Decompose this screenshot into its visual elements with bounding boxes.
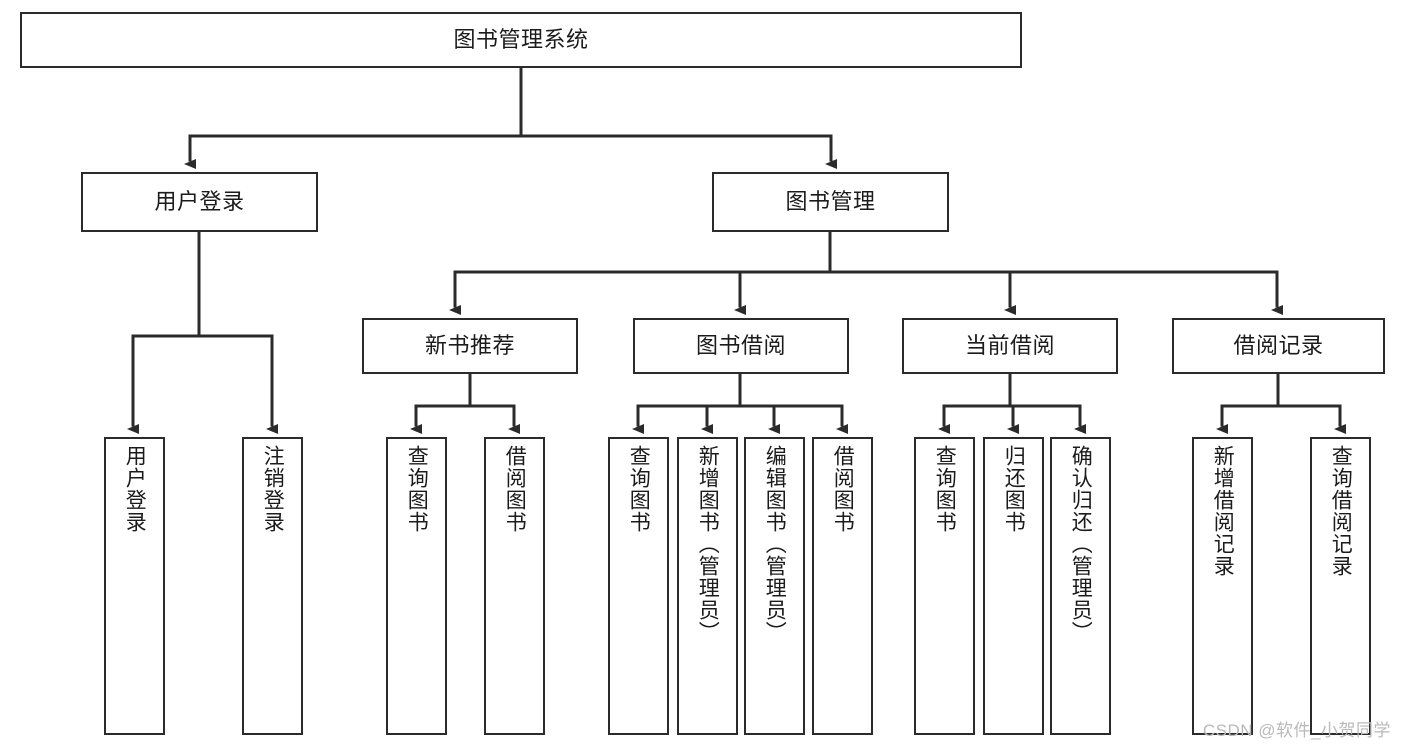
node-level2-用户登录-label: 用户登录 [154, 188, 245, 214]
node-level3-借阅记录-label: 借阅记录 [1233, 332, 1324, 358]
node-leaf-借阅图书-3-label: 借阅图书 [503, 445, 527, 533]
node-leaf-查询图书-2-label: 查询图书 [405, 445, 429, 533]
node-leaf-新增图书管理员-5-label: 新增图书（管理员） [696, 445, 720, 643]
node-leaf-借阅图书-3[interactable]: 借阅图书 [484, 437, 545, 735]
node-leaf-借阅图书-7-label: 借阅图书 [831, 445, 855, 533]
node-level3-新书推荐-label: 新书推荐 [424, 332, 515, 358]
node-leaf-用户登录-0[interactable]: 用户登录 [104, 437, 165, 735]
node-leaf-新增借阅记录-11-label: 新增借阅记录 [1211, 445, 1235, 577]
node-leaf-查询借阅记录-12-label: 查询借阅记录 [1329, 445, 1353, 577]
node-leaf-编辑图书管理员-6[interactable]: 编辑图书（管理员） [744, 437, 805, 735]
node-leaf-归还图书-9[interactable]: 归还图书 [983, 437, 1044, 735]
node-leaf-编辑图书管理员-6-label: 编辑图书（管理员） [763, 445, 787, 643]
node-leaf-新增图书管理员-5[interactable]: 新增图书（管理员） [677, 437, 738, 735]
node-leaf-查询图书-8[interactable]: 查询图书 [914, 437, 975, 735]
node-level3-图书借阅[interactable]: 图书借阅 [633, 318, 849, 374]
node-leaf-借阅图书-7[interactable]: 借阅图书 [812, 437, 873, 735]
node-leaf-查询图书-2[interactable]: 查询图书 [386, 437, 447, 735]
node-leaf-用户登录-0-label: 用户登录 [123, 445, 147, 533]
node-leaf-注销登录-1[interactable]: 注销登录 [242, 437, 303, 735]
node-level2-图书管理-label: 图书管理 [785, 188, 876, 214]
node-root-图书管理系统-label: 图书管理系统 [453, 26, 589, 52]
node-level3-新书推荐[interactable]: 新书推荐 [362, 318, 578, 374]
node-level3-借阅记录[interactable]: 借阅记录 [1172, 318, 1385, 374]
node-leaf-确认归还管理员-10[interactable]: 确认归还（管理员） [1050, 437, 1111, 735]
node-leaf-归还图书-9-label: 归还图书 [1002, 445, 1026, 533]
node-level3-图书借阅-label: 图书借阅 [695, 332, 786, 358]
node-level2-用户登录[interactable]: 用户登录 [81, 172, 318, 232]
node-root-图书管理系统[interactable]: 图书管理系统 [20, 12, 1022, 68]
node-leaf-查询图书-4[interactable]: 查询图书 [608, 437, 669, 735]
node-leaf-查询图书-4-label: 查询图书 [627, 445, 651, 533]
watermark-text: CSDN @软件_小贺同学 [1202, 721, 1391, 740]
node-level3-当前借阅-label: 当前借阅 [964, 332, 1055, 358]
node-leaf-查询借阅记录-12[interactable]: 查询借阅记录 [1310, 437, 1371, 735]
node-leaf-新增借阅记录-11[interactable]: 新增借阅记录 [1192, 437, 1253, 735]
node-leaf-查询图书-8-label: 查询图书 [933, 445, 957, 533]
node-level2-图书管理[interactable]: 图书管理 [712, 172, 949, 232]
node-level3-当前借阅[interactable]: 当前借阅 [902, 318, 1118, 374]
node-leaf-确认归还管理员-10-label: 确认归还（管理员） [1069, 445, 1093, 643]
node-leaf-注销登录-1-label: 注销登录 [261, 445, 285, 533]
